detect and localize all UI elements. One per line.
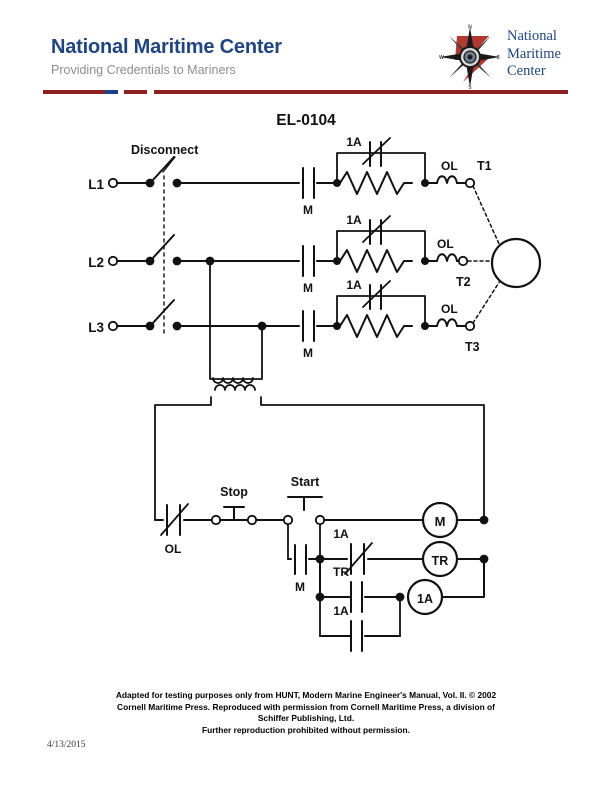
line-label-l2: L2 <box>88 255 104 270</box>
motor-terminal-t3: T3 <box>465 340 480 354</box>
fuse-label-l3: 1A <box>346 278 362 292</box>
motor-terminal-t2: T2 <box>456 275 471 289</box>
svg-text:N: N <box>468 25 472 31</box>
overload-contact-label: OL <box>165 542 182 556</box>
disconnect-label: Disconnect <box>131 143 199 157</box>
page-footer: Adapted for testing purposes only from H… <box>0 684 612 774</box>
coil-m-label: M <box>435 514 446 529</box>
motor-symbol <box>490 237 542 289</box>
contactor-label-l1: M <box>303 203 313 217</box>
fuse-label-l2: 1A <box>346 213 362 227</box>
header-divider-rule <box>43 90 568 94</box>
line-label-l3: L3 <box>88 320 104 335</box>
coil-1a-label: 1A <box>417 592 433 606</box>
contact-label-1a-tr-rung: 1A <box>333 527 349 541</box>
compass-rose-icon: N S E W <box>437 24 503 91</box>
logo-line-1: National <box>507 28 557 44</box>
brand-title: National Maritime Center <box>51 36 282 58</box>
rule-gap <box>118 90 124 94</box>
brand-tagline: Providing Credentials to Mariners <box>51 63 236 77</box>
logo-wordmark: National Maritime Center <box>507 28 561 81</box>
overload-label-l3: OL <box>441 302 458 316</box>
contact-label-1a-seal: 1A <box>333 604 349 618</box>
svg-text:W: W <box>439 55 444 61</box>
contact-label-tr: TR <box>333 565 349 579</box>
stop-button-label: Stop <box>220 485 248 499</box>
seal-in-contact-label: M <box>295 580 305 594</box>
overload-label-l2: OL <box>437 237 454 251</box>
logo-line-2: Maritime <box>507 45 561 62</box>
line-label-l1: L1 <box>88 177 104 192</box>
copyright-credit: Adapted for testing purposes only from H… <box>60 690 552 736</box>
start-button-label: Start <box>291 475 320 489</box>
credit-line-1: Adapted for testing purposes only from H… <box>115 690 497 700</box>
rule-gap-2 <box>147 90 154 94</box>
motor-terminal-t1: T1 <box>477 159 492 173</box>
document-date: 4/13/2015 <box>47 740 86 750</box>
credit-line-4: Further reproduction prohibited without … <box>202 724 410 735</box>
credit-line-2: Cornell Maritime Press. Reproduced with … <box>117 701 495 712</box>
svg-text:E: E <box>497 55 500 61</box>
svg-text:S: S <box>468 85 471 90</box>
page-header: National Maritime Center Providing Crede… <box>0 0 612 100</box>
schematic-diagram: EL-0104 Disconnect M 1A <box>0 104 612 674</box>
coil-tr-label: TR <box>432 554 449 568</box>
contactor-label-l2: M <box>303 281 313 295</box>
rule-blue-accent <box>105 90 118 94</box>
fuse-label-l1: 1A <box>346 135 362 149</box>
credit-line-3: Schiffer Publishing, Ltd. <box>257 713 355 724</box>
diagram-title: EL-0104 <box>276 112 336 129</box>
nmc-logo: N S E W National Maritime Center <box>437 22 582 94</box>
overload-label-l1: OL <box>441 159 458 173</box>
logo-line-3: Center <box>507 63 546 79</box>
contactor-label-l3: M <box>303 346 313 360</box>
